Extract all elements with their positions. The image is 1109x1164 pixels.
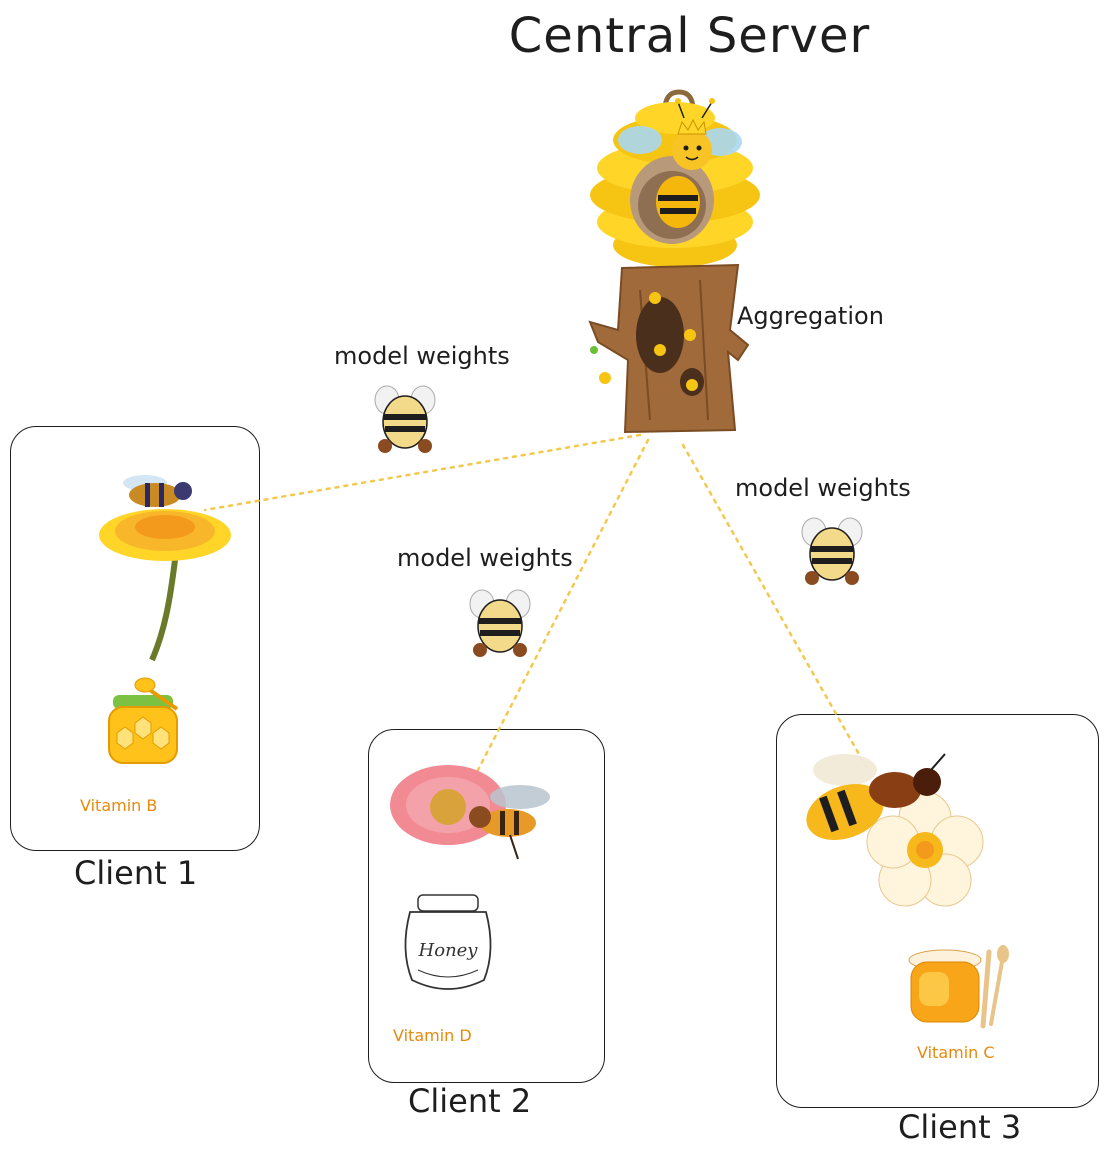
honey-jar-icon [908, 945, 1009, 1029]
honey-pot-icon [108, 677, 179, 764]
client-3-card [776, 714, 1099, 1108]
connector-client-3 [681, 443, 870, 772]
edge-label-client-3: model weights [735, 474, 911, 502]
client-1-card [10, 426, 260, 851]
client-1-label: Client 1 [74, 854, 198, 892]
honey-jar-label: Honey [418, 940, 479, 961]
client-2-label: Client 2 [408, 1082, 532, 1120]
client-3-label: Client 3 [898, 1108, 1022, 1146]
white-flower-icon [866, 791, 984, 907]
client-1-vitamin: Vitamin B [80, 796, 158, 815]
diagram-title: Central Server [508, 8, 871, 64]
client-3-vitamin: Vitamin C [917, 1043, 995, 1062]
connector-lines [203, 433, 870, 772]
carrier-bee-icon [374, 385, 436, 453]
connector-client-1 [203, 433, 642, 512]
big-bee-icon [806, 753, 946, 841]
connector-client-2 [476, 438, 650, 772]
honey-jar-sketch-icon: Honey [404, 894, 492, 990]
client-2-vitamin: Vitamin D [393, 1026, 472, 1045]
wasp-icon [469, 785, 550, 860]
edge-label-client-2: model weights [397, 544, 573, 572]
client-2-card [368, 729, 605, 1083]
carrier-bee-icon [801, 517, 863, 585]
carrier-bee-icon [469, 589, 531, 657]
edge-label-client-1: model weights [334, 342, 510, 370]
tree-trunk-icon [588, 263, 750, 434]
yellow-flower-icon [99, 509, 231, 662]
honeybee-icon [123, 475, 192, 507]
server-hive-icon [590, 89, 760, 267]
aggregation-label: Aggregation [737, 302, 884, 330]
